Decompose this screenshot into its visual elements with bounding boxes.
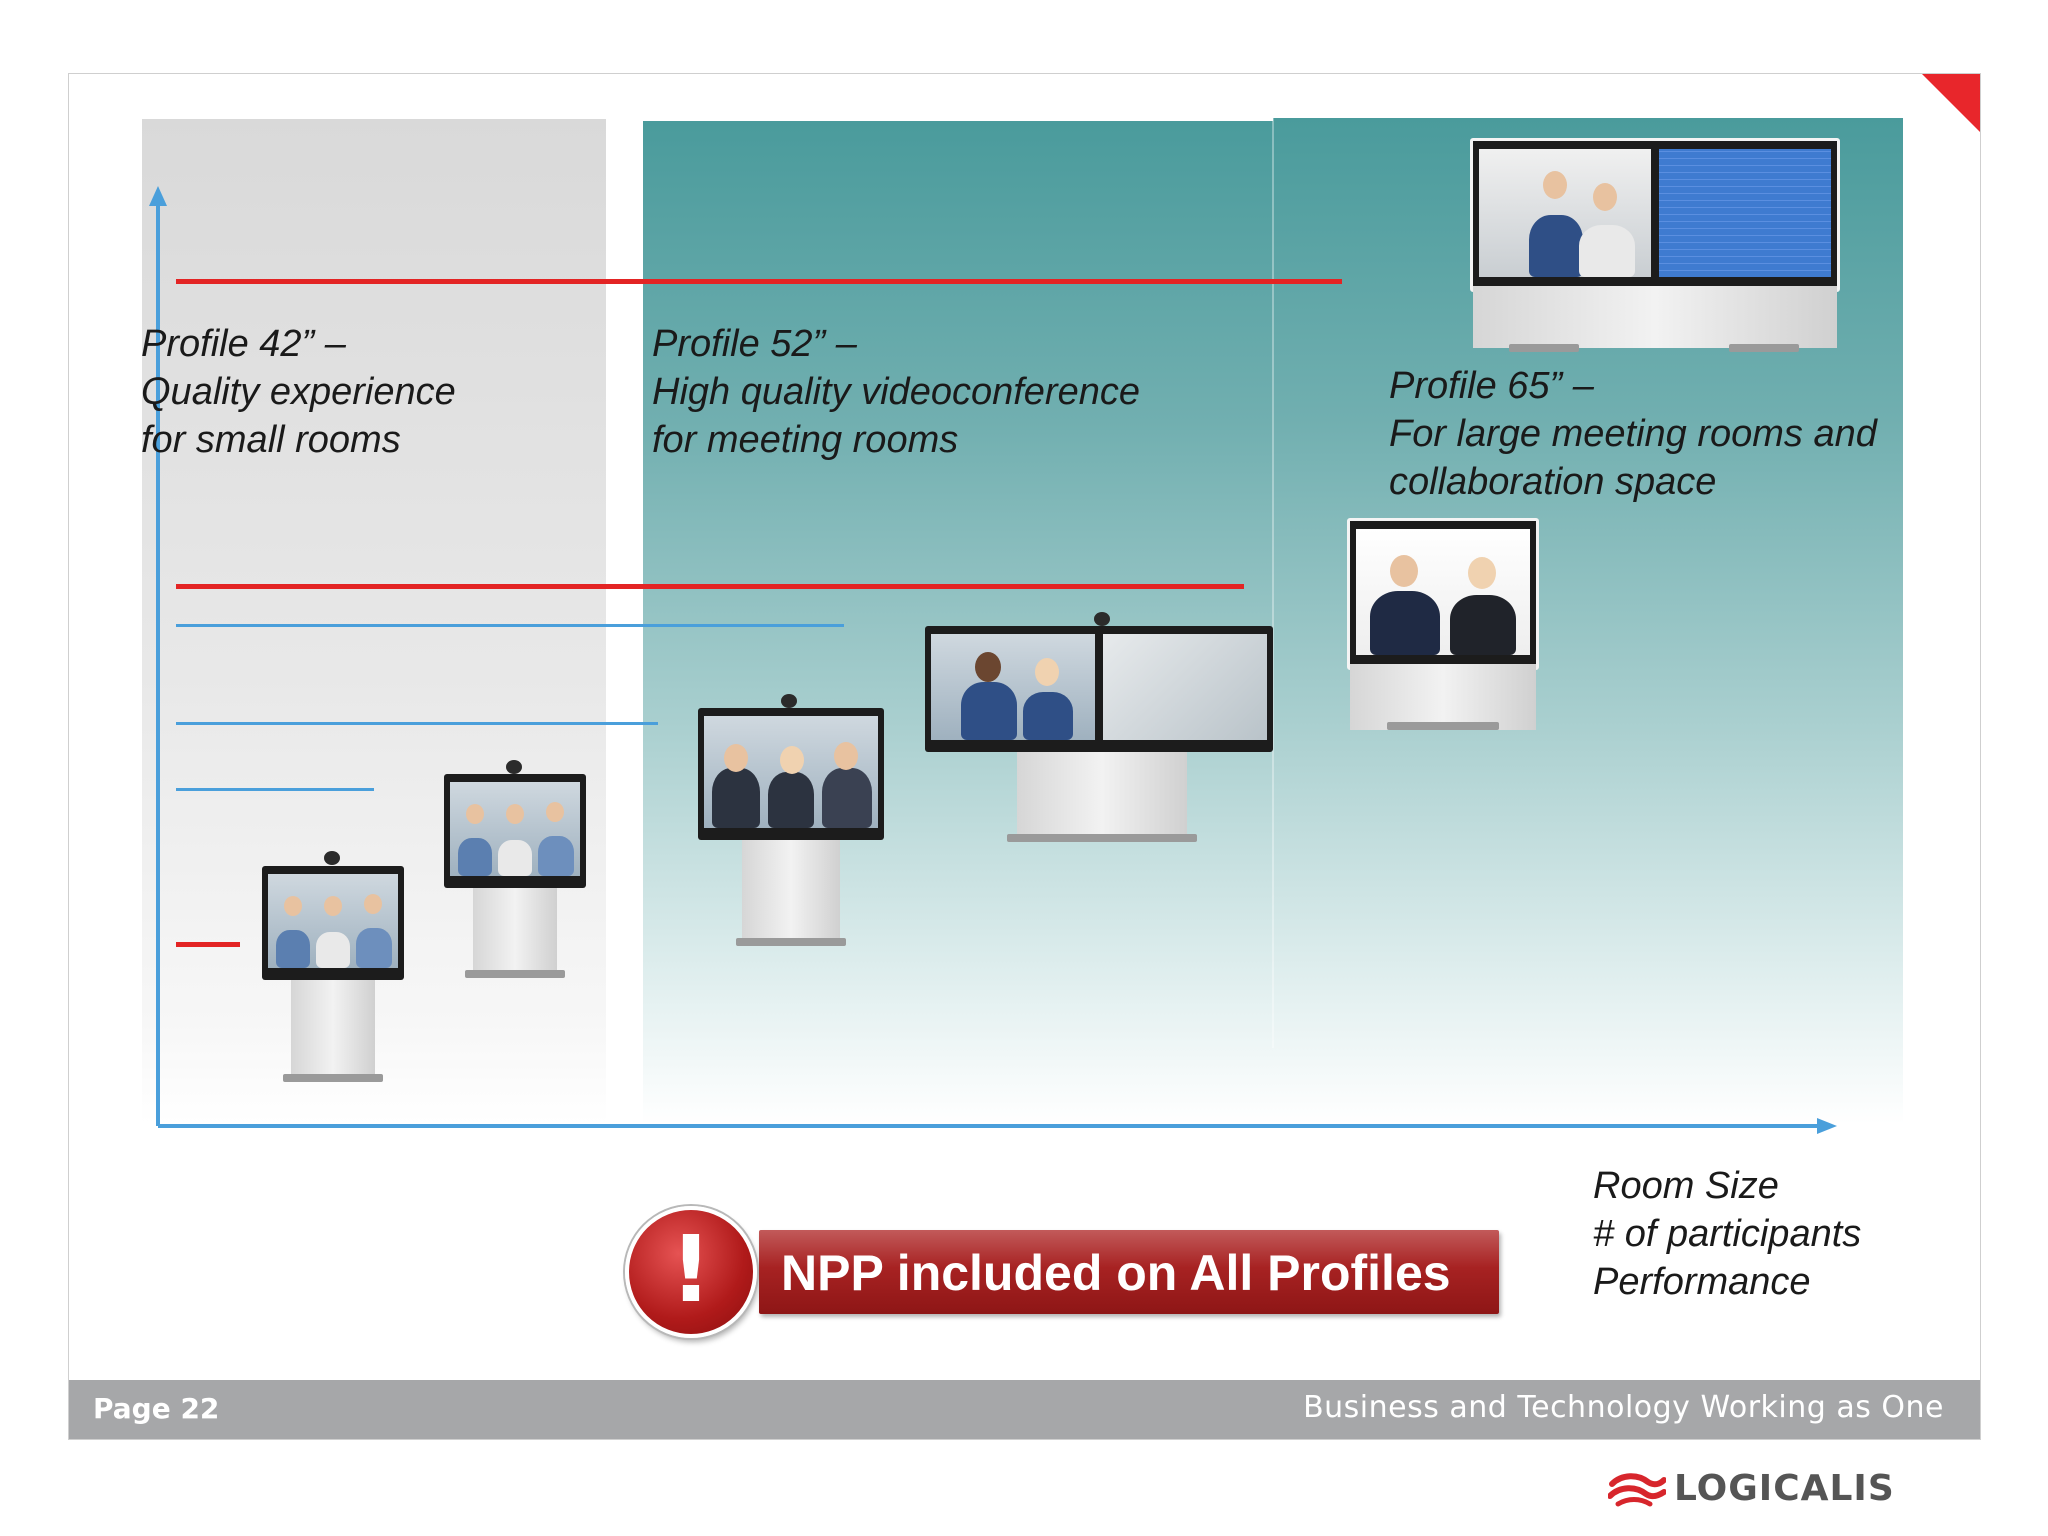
- axes: [149, 186, 1837, 1134]
- logicalis-logo-text: LOGICALIS: [1674, 1468, 1895, 1509]
- exclamation-glyph: !: [670, 1216, 712, 1323]
- profile-52-desc-2: for meeting rooms: [652, 419, 959, 461]
- profile-52-text: Profile 52” – High quality videoconferen…: [652, 320, 1140, 464]
- corner-accent: [1922, 74, 1980, 132]
- profile-52-desc-1: High quality videoconference: [652, 371, 1140, 413]
- logicalis-logo-mark-icon: [1608, 1473, 1666, 1507]
- blue-line-2: [176, 722, 658, 725]
- profile-42-title: Profile 42” –: [141, 323, 346, 365]
- red-line-top: [176, 279, 1342, 284]
- profile-65-title: Profile 65” –: [1389, 365, 1594, 407]
- axis-legend-participants: # of participants: [1593, 1213, 1862, 1255]
- slide: Profile 42” – Quality experience for sma…: [68, 73, 1981, 1440]
- profile-42-desc-2: for small rooms: [141, 419, 401, 461]
- footer-tagline: Business and Technology Working as One: [1303, 1390, 1944, 1425]
- blue-line-3: [176, 788, 374, 791]
- red-line-short: [176, 942, 240, 947]
- profile-65-desc-1: For large meeting rooms and: [1389, 413, 1877, 455]
- red-line-mid: [176, 584, 1244, 589]
- footer-bar: Page 22 Business and Technology Working …: [69, 1380, 1980, 1439]
- profile-42-text: Profile 42” – Quality experience for sma…: [141, 320, 456, 464]
- page-number: Page 22: [93, 1392, 220, 1425]
- profile-65-text: Profile 65” – For large meeting rooms an…: [1389, 362, 1877, 506]
- profile-42-desc-1: Quality experience: [141, 371, 456, 413]
- panel-divider: [1272, 118, 1274, 1048]
- profile-52-panel: [643, 121, 1273, 1124]
- profile-52-title: Profile 52” –: [652, 323, 857, 365]
- blue-line-1: [176, 624, 844, 627]
- npp-banner-text: NPP included on All Profiles: [781, 1245, 1451, 1301]
- npp-banner: NPP included on All Profiles: [759, 1230, 1499, 1314]
- profile-65-desc-2: collaboration space: [1389, 461, 1717, 503]
- alert-icon: !: [625, 1206, 757, 1338]
- axis-legend-performance: Performance: [1593, 1261, 1811, 1303]
- axis-legend: Room Size # of participants Performance: [1593, 1162, 1861, 1306]
- axis-legend-room-size: Room Size: [1593, 1165, 1779, 1207]
